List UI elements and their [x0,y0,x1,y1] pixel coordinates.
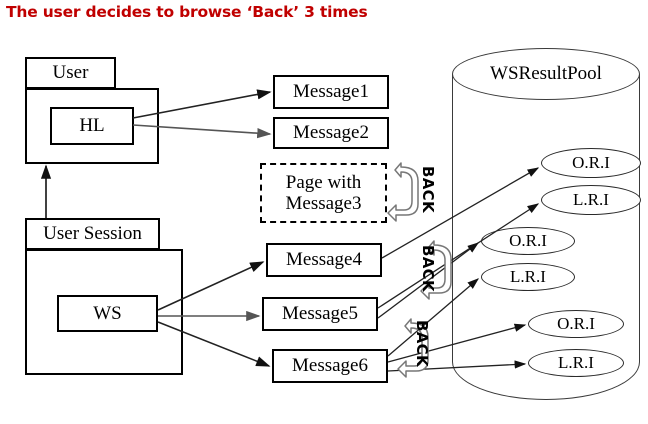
wsresultpool-title: WSResultPool [490,63,602,84]
pool-entry-lri-1[interactable]: L.R.I [541,185,641,215]
message-box-label: Message4 [286,249,362,270]
back-arrow-1-icon [387,162,419,222]
component-hl[interactable]: HL [50,107,134,145]
message-box-message4[interactable]: Message4 [266,243,382,277]
pool-entry-ori-2[interactable]: O.R.I [481,227,575,255]
message-box-message5[interactable]: Message5 [262,297,378,331]
pool-entry-ori-1[interactable]: O.R.I [541,148,641,178]
package-user-tab-label: User [52,62,89,83]
back-label-1: BACK [419,166,437,213]
package-user-session-tab-label: User Session [43,223,142,244]
pool-entry-label: O.R.I [509,231,547,250]
package-user-session-tab: User Session [25,218,160,250]
pool-entry-label: L.R.I [510,267,546,286]
message-box-label: Message6 [292,355,368,376]
component-ws-label: WS [93,302,122,324]
page-box-line2: Message3 [285,193,362,214]
message-box-label: Message2 [293,122,369,143]
message-box-label: Message1 [293,81,369,102]
package-user-tab: User [25,57,116,89]
pool-entry-lri-3[interactable]: L.R.I [528,349,624,377]
pool-entry-label: L.R.I [558,353,594,372]
cylinder-top-ellipse: WSResultPool [452,48,640,100]
message-box-message6[interactable]: Message6 [272,349,388,383]
wsresultpool-cylinder: WSResultPool [452,48,640,400]
pool-entry-label: O.R.I [557,314,595,333]
pool-entry-label: O.R.I [572,153,610,172]
message-box-label: Message5 [282,303,358,324]
message-box-message2[interactable]: Message2 [273,117,389,149]
page-with-message3-box[interactable]: Page with Message3 [260,163,387,223]
page-title: The user decides to browse ‘Back’ 3 time… [6,3,368,21]
page-box-line1: Page with [285,171,362,193]
pool-entry-lri-2[interactable]: L.R.I [481,263,575,291]
message-box-message1[interactable]: Message1 [273,75,389,109]
component-hl-label: HL [79,115,105,136]
back-label-2: BACK [419,245,437,292]
component-ws[interactable]: WS [57,295,158,332]
pool-entry-label: L.R.I [573,190,609,209]
back-label-3: BACK [413,320,431,367]
pool-entry-ori-3[interactable]: O.R.I [528,310,624,338]
